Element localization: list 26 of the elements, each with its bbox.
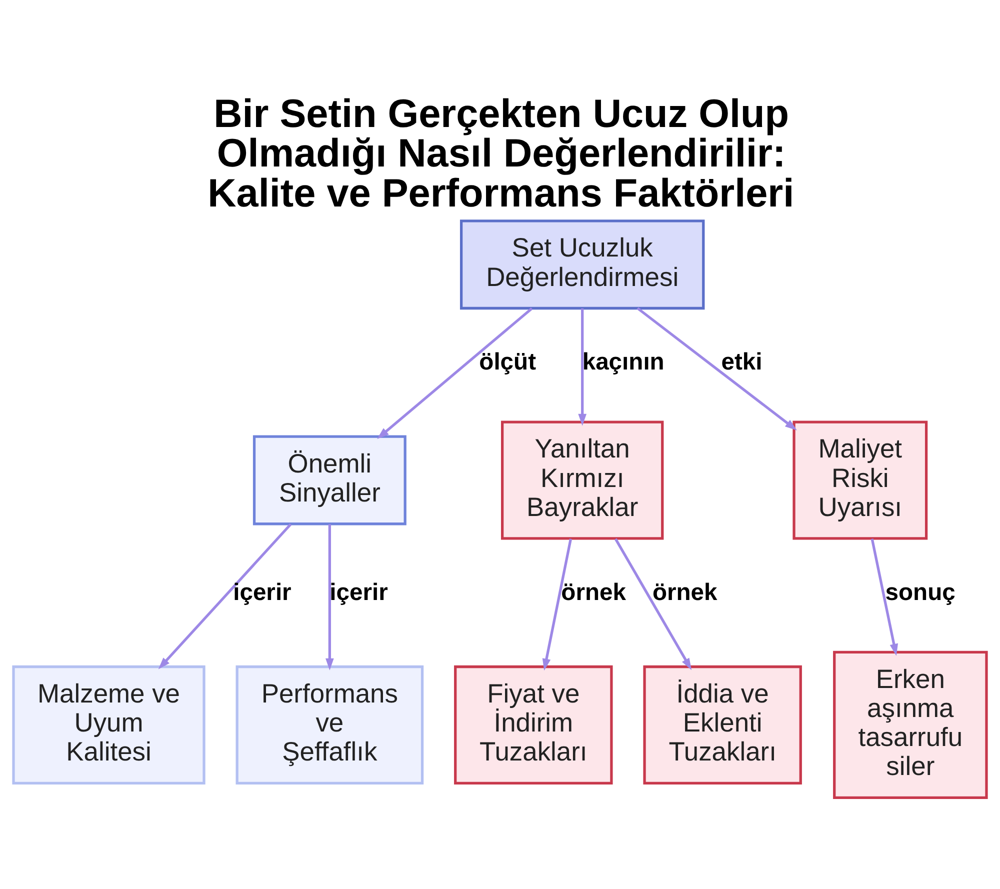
arrow — [377, 307, 533, 439]
edge-label: örnek — [652, 578, 718, 606]
node-box: Erken aşınma tasarrufu siler — [833, 650, 988, 800]
node-box: Set Ucuzluk Değerlendirmesi — [460, 220, 705, 310]
node-box: Performans ve Şeffaflık — [236, 665, 424, 784]
edge-label: etki — [721, 348, 762, 376]
arrow — [326, 524, 334, 670]
edge-label: ölçüt — [479, 348, 536, 376]
node-box: Yanıltan Kırmızı Bayraklar — [501, 420, 664, 540]
edge-label: sonuç — [885, 578, 956, 606]
edge-label: örnek — [561, 578, 626, 606]
node-box: İddia ve Eklenti Tuzakları — [643, 665, 802, 784]
arrow — [614, 538, 692, 670]
node-box: Maliyet Riski Uyarısı — [792, 420, 928, 540]
arrow — [578, 308, 587, 426]
arrow — [542, 538, 572, 671]
edge-label: içerir — [330, 578, 388, 606]
edge-label: içerir — [233, 578, 292, 606]
arrow — [870, 538, 898, 656]
arrow — [636, 307, 797, 430]
arrow — [158, 523, 292, 670]
diagram-title: Bir Setin Gerçekten Ucuz Olup Olmadığı Nasıl Değerlendirilir: Kalite ve Performans Faktörleri — [208, 92, 794, 216]
edge-label: kaçının — [582, 348, 664, 376]
node-box: Fiyat ve İndirim Tuzakları — [454, 665, 613, 784]
node-box: Önemli Sinyaller — [252, 435, 406, 526]
node-box: Malzeme ve Uyum Kalitesi — [12, 665, 206, 784]
